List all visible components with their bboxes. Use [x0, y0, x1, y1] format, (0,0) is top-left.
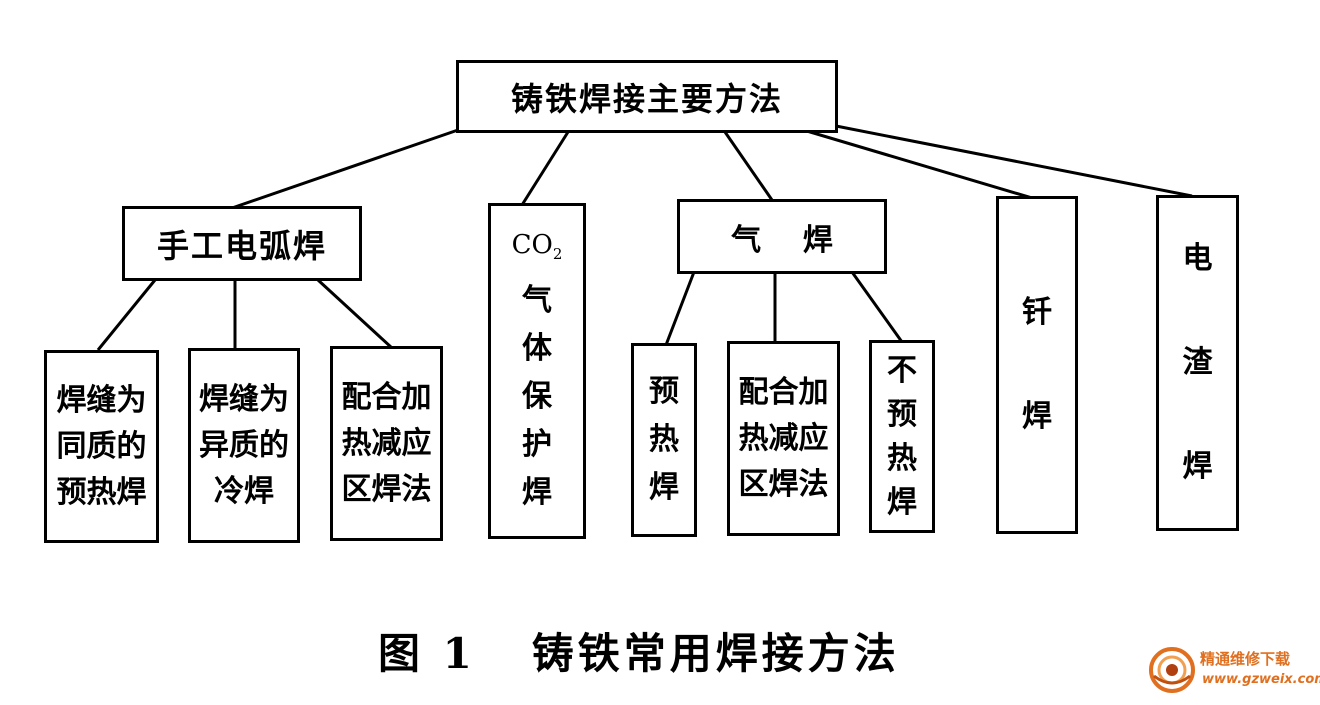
root-node-label: 铸铁焊接主要方法 — [510, 79, 783, 118]
figure-caption: 图 1 铸铁常用焊接方法 — [378, 629, 900, 678]
manual-arc-welding-node: 手工电弧焊 — [122, 206, 362, 281]
manual-arc-child-2: 焊缝为 异质的 冷焊 — [188, 348, 300, 543]
manual-arc-child-1: 焊缝为 同质的 预热焊 — [44, 350, 159, 543]
co2-formula-sub: 2 — [552, 245, 563, 264]
root-node: 铸铁焊接主要方法 — [456, 60, 838, 133]
edge-manual-arc-child-3 — [316, 278, 394, 350]
edge-root-gas — [723, 131, 774, 201]
co2-formula-main: CO — [511, 230, 553, 260]
brazing-label: 钎 焊 — [1022, 295, 1052, 434]
edge-root-brazing — [789, 124, 1033, 200]
brazing-node: 钎 焊 — [996, 196, 1078, 534]
edge-gas-child-3 — [850, 271, 904, 343]
watermark-title: 精通维修下载 — [1200, 650, 1291, 668]
gas-child-2-label: 配合加 热减应 区焊法 — [738, 374, 829, 502]
manual-arc-child-1-label: 焊缝为 同质的 预热焊 — [56, 382, 147, 510]
co2-formula: CO2 — [512, 228, 563, 271]
manual-arc-child-2-label: 焊缝为 异质的 冷焊 — [199, 381, 289, 509]
electroslag-welding-label: 电 渣 焊 — [1182, 241, 1213, 484]
gas-child-1: 预 热 焊 — [631, 343, 697, 537]
edge-root-electroslag — [835, 124, 1193, 198]
gas-welding-label: 气 焊 — [731, 222, 833, 258]
co2-welding-node: CO2 气 体 保 护 焊 — [488, 203, 586, 539]
gas-child-1-label: 预 热 焊 — [649, 374, 679, 505]
watermark-url: www.gzweix.com — [1202, 672, 1320, 687]
watermark: 精通维修下载 www.gzweix.com — [1148, 642, 1320, 700]
manual-arc-child-3: 配合加 热减应 区焊法 — [330, 346, 443, 541]
edge-manual-arc-child-1 — [96, 279, 157, 351]
gas-child-3: 不 预 热 焊 — [869, 340, 935, 533]
gas-child-2: 配合加 热减应 区焊法 — [727, 341, 840, 536]
watermark-logo-icon — [1149, 647, 1195, 693]
manual-arc-welding-label: 手工电弧焊 — [156, 226, 327, 265]
gas-welding-node: 气 焊 — [677, 199, 887, 274]
co2-welding-label: 气 体 保 护 焊 — [522, 283, 552, 511]
manual-arc-child-3-label: 配合加 热减应 区焊法 — [341, 379, 432, 507]
gas-child-3-label: 不 预 热 焊 — [887, 352, 917, 520]
edge-gas-child-1 — [664, 271, 696, 346]
electroslag-welding-node: 电 渣 焊 — [1156, 195, 1239, 531]
edge-root-co2 — [520, 131, 570, 206]
edge-root-manual-arc — [231, 128, 459, 210]
